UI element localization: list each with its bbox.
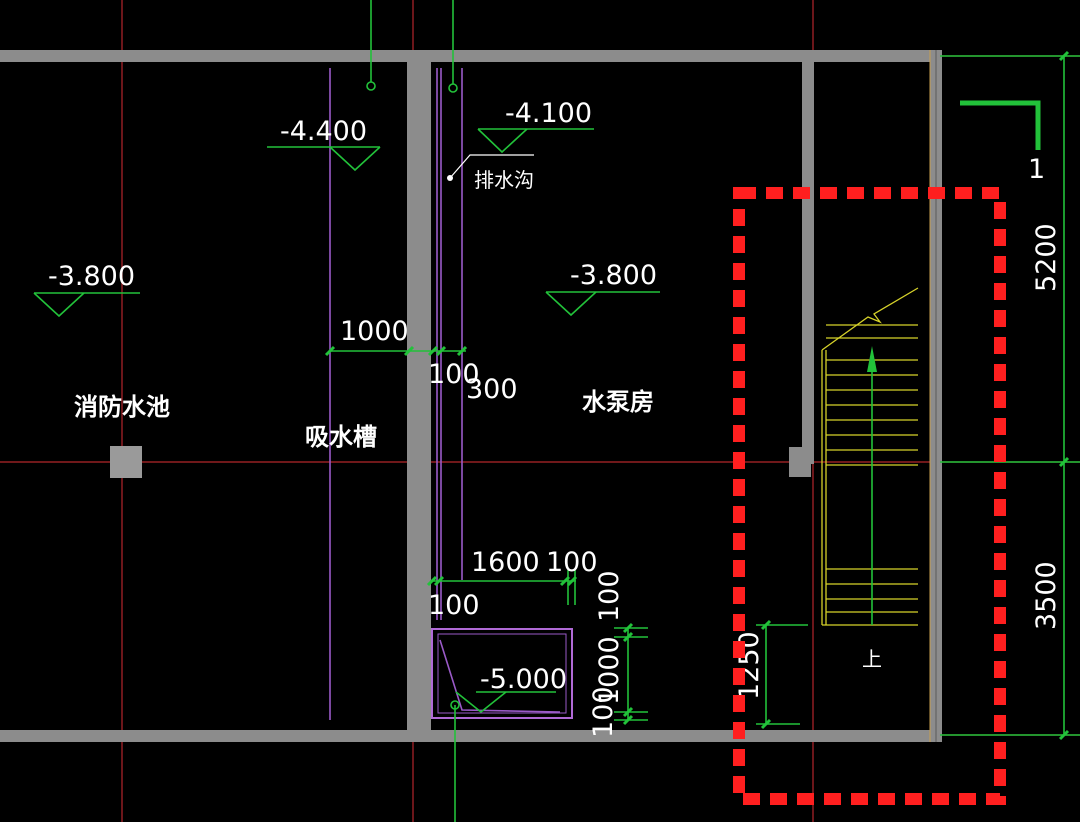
dimension-text: 5200 — [1031, 223, 1062, 292]
drain-ditch-text: 排水沟 — [474, 168, 534, 192]
drain-ditch-label: 排水沟 — [447, 154, 534, 192]
section-mark-label: 1 — [1028, 154, 1045, 185]
room-label-fire-pool: 消防水池 — [74, 393, 170, 421]
dimension-text: 1600 — [471, 547, 540, 578]
wall-column-pump — [789, 447, 811, 477]
walls — [0, 50, 942, 742]
column-block — [110, 446, 142, 478]
dimension-text: 100 — [594, 570, 625, 622]
dimension-sump-vertical: 100 1000 100 — [588, 570, 648, 738]
staircase: 上 — [821, 287, 919, 671]
dimension-text: 3500 — [1031, 561, 1062, 630]
room-label-suction-trough: 吸水槽 — [305, 423, 377, 451]
level-text: -3.800 — [570, 260, 657, 291]
level-text: -5.000 — [480, 664, 567, 695]
section-mark: 1 — [960, 100, 1045, 185]
level-text: -4.100 — [505, 98, 592, 129]
dimension-text: 100 — [546, 547, 598, 578]
dimension-text: 100 — [588, 686, 619, 738]
top-leaders — [366, 0, 458, 93]
dimension-text: 100 — [428, 359, 480, 390]
level-text: -3.800 — [48, 261, 135, 292]
dimension-text: 1000 — [340, 316, 409, 347]
dimension-text: 1000 — [594, 636, 625, 705]
level-marker-pool-left: -3.800 — [33, 261, 140, 318]
sump-pit: -5.000 — [431, 628, 573, 822]
dimension-trough: 1000 100 300 — [324, 316, 518, 405]
suction-trough-lines — [329, 68, 463, 720]
room-label-pump-room: 水泵房 — [582, 388, 654, 416]
stair-arrow-icon — [867, 346, 877, 372]
dimension-text: 300 — [466, 374, 518, 405]
level-marker-pump-top: -4.100 — [477, 98, 594, 154]
level-marker-pool-top: -4.400 — [267, 116, 381, 172]
level-text: -4.400 — [280, 116, 367, 147]
stair-up-label: 上 — [862, 647, 882, 671]
highlight-box — [733, 187, 1006, 805]
dimension-right: 5200 3500 — [940, 50, 1080, 741]
dimension-stair: 1250 — [734, 619, 808, 730]
level-marker-pump-right: -3.800 — [545, 260, 660, 317]
dimension-sump-horizontal: 1600 100 100 — [426, 547, 598, 621]
dimension-text: 100 — [428, 590, 480, 621]
